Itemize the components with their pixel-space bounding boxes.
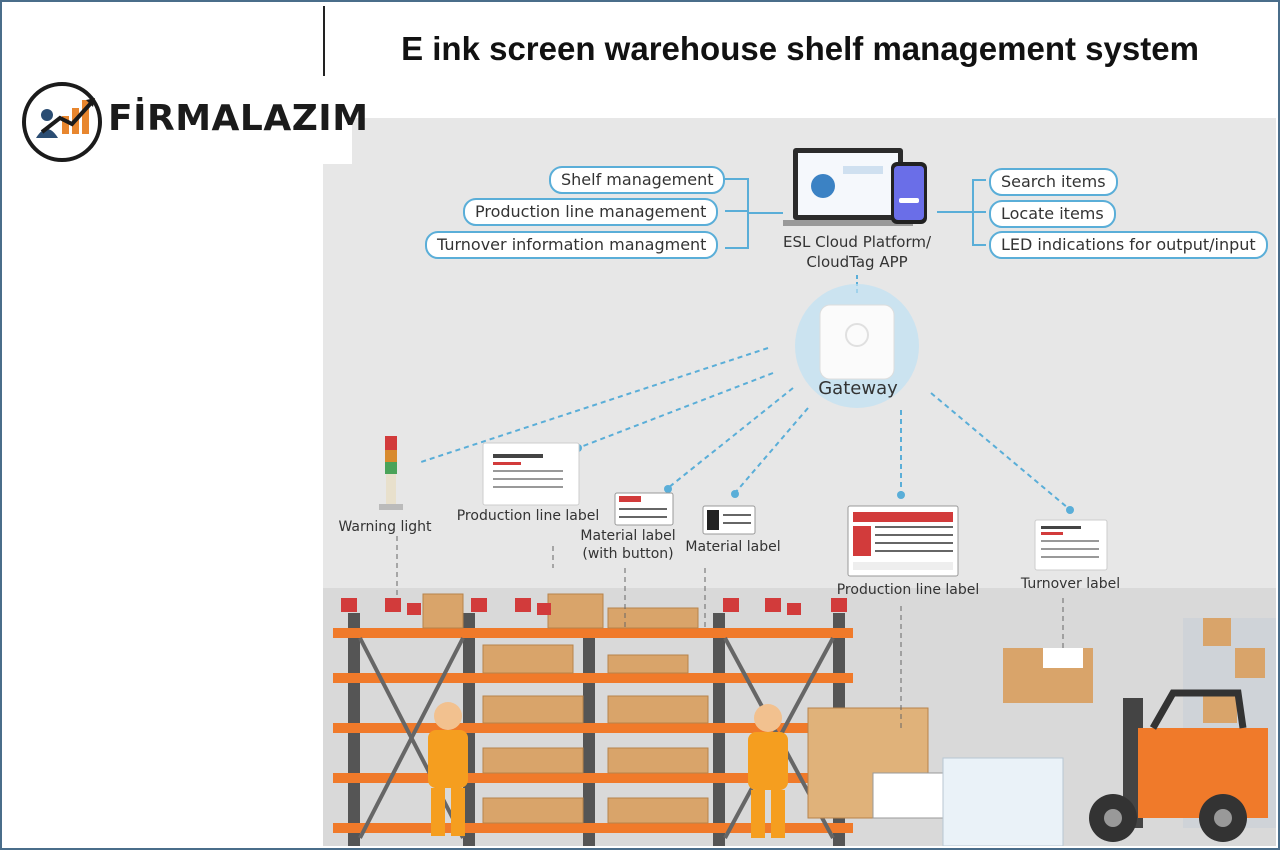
- gateway-label: Gateway: [818, 378, 898, 399]
- feature-pill-search-items: Search items: [989, 168, 1118, 196]
- shelving-rack: [333, 593, 853, 846]
- logo-emblem-icon: [22, 82, 102, 162]
- material-label-device: [702, 505, 756, 535]
- warehouse-illustration: [323, 118, 1276, 846]
- production-line-label-device-2: [847, 505, 959, 577]
- production-line-label-device-1: [482, 442, 580, 506]
- production-line-label-caption-2: Production line label: [836, 582, 980, 598]
- material-label-button-device: [614, 492, 674, 526]
- warning-light-label: Warning light: [338, 519, 432, 535]
- turnover-label-device: [1034, 519, 1108, 571]
- feature-pill-led-indications: LED indications for output/input: [989, 231, 1268, 259]
- connection-lines: [379, 148, 1108, 577]
- worker-figure-2: [748, 704, 788, 838]
- page-title: E ink screen warehouse shelf management …: [401, 30, 1199, 67]
- feature-pill-turnover-information: Turnover information managment: [425, 231, 719, 259]
- header-divider: [323, 6, 325, 76]
- material-label-button-caption-line1: Material label: [580, 528, 676, 544]
- platform-label-line2: CloudTag APP: [806, 253, 908, 271]
- material-label-caption: Material label: [685, 539, 781, 555]
- feature-pill-shelf-management: Shelf management: [549, 166, 726, 194]
- material-label-button-caption-line2: (with button): [582, 546, 674, 562]
- worker-figure-1: [428, 702, 468, 836]
- laptop-icon: [783, 148, 913, 226]
- logo-text: FİRMALAZIM: [108, 98, 369, 139]
- logo: FİRMALAZIM: [22, 80, 368, 164]
- phone-icon: [891, 162, 927, 224]
- feature-pill-production-line-management: Production line management: [463, 198, 719, 226]
- warning-light-device: [379, 436, 403, 510]
- forklift-figure: [1089, 689, 1268, 842]
- turnover-label-caption: Turnover label: [1020, 576, 1121, 592]
- feature-pill-locate-items: Locate items: [989, 200, 1116, 228]
- gateway-device: [795, 284, 919, 408]
- production-line-label-caption-1: Production line label: [456, 508, 600, 524]
- diagram-scene: Shelf management Production line managem…: [323, 118, 1276, 846]
- platform-label-line1: ESL Cloud Platform/: [782, 233, 932, 251]
